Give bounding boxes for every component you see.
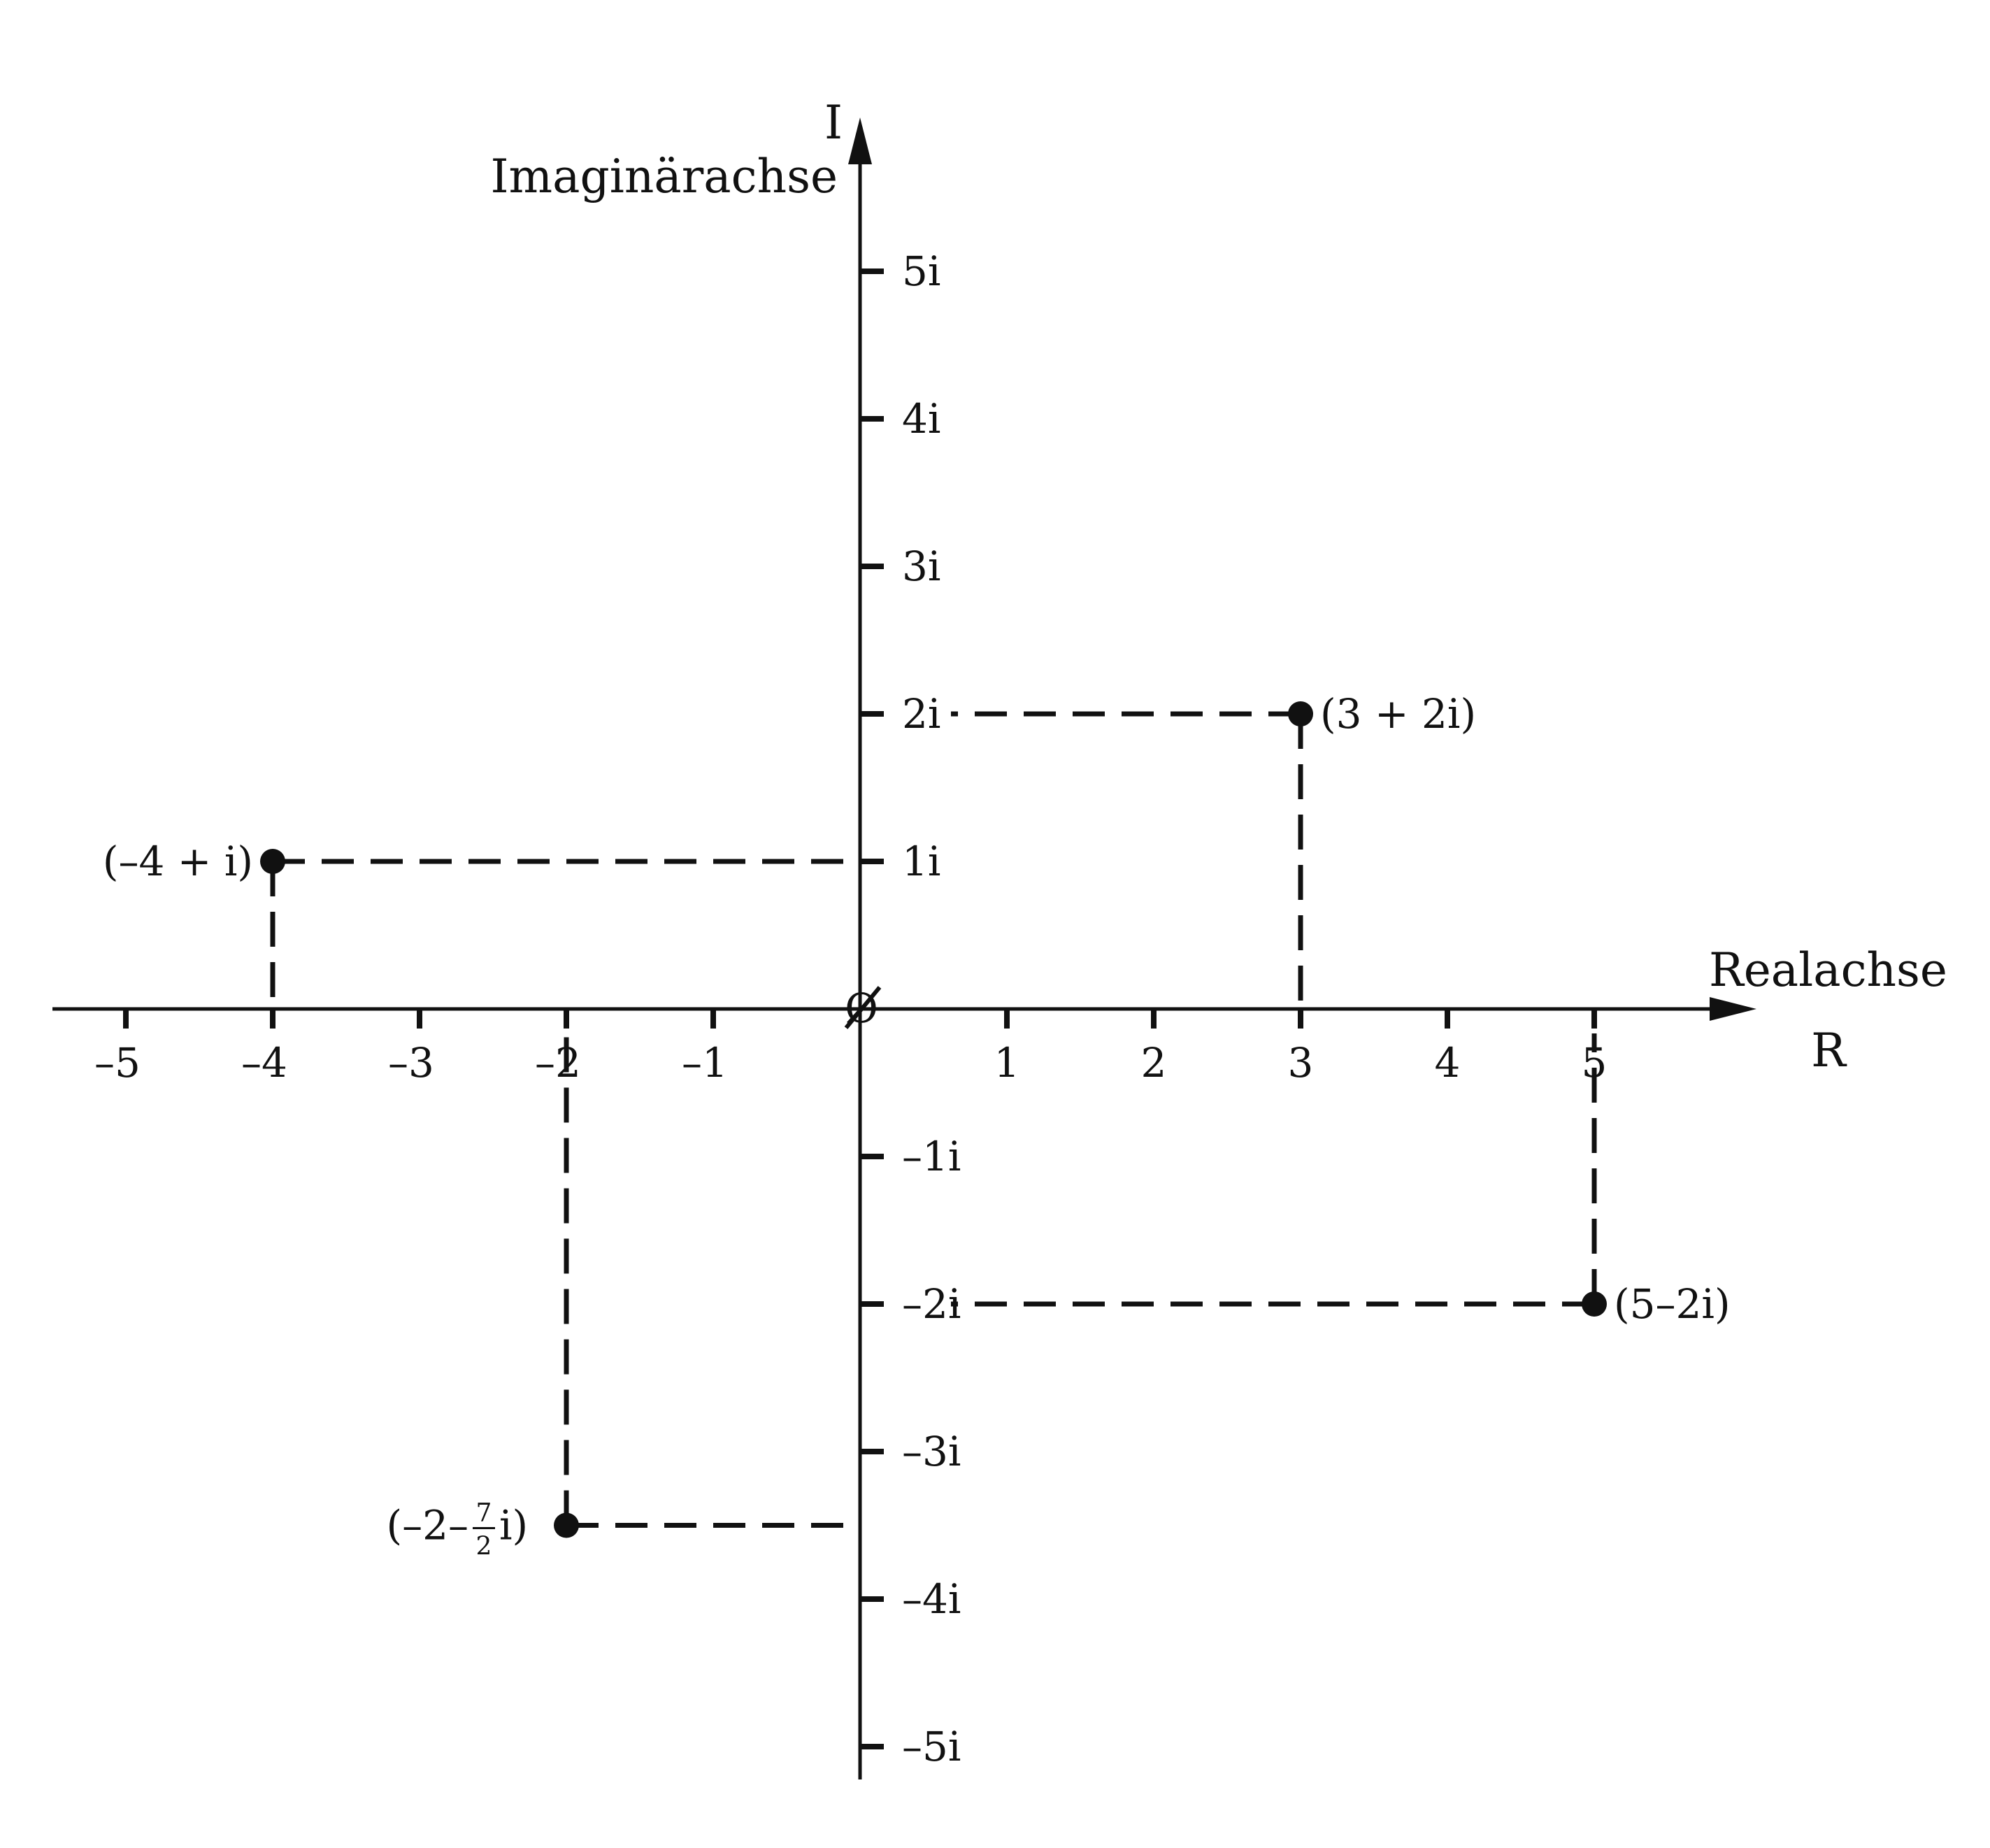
imaginary-axis-arrowhead (848, 117, 872, 164)
origin-slash (844, 986, 882, 1029)
x-tick-label: –5 (94, 1039, 141, 1087)
point-label-suffix: i) (499, 1502, 528, 1549)
point-marker (554, 1512, 579, 1538)
point-marker (260, 849, 285, 874)
origin-symbol: Ø (845, 984, 878, 1032)
point-label: (3 + 2i) (1320, 690, 1476, 738)
point-label: (–4 + i) (103, 838, 253, 885)
x-tick-label: 3 (1288, 1039, 1314, 1087)
x-tick-label: 2 (1141, 1039, 1167, 1087)
y-tick-label: 4i (902, 395, 940, 443)
y-tick-label: –3i (902, 1428, 961, 1475)
y-axis-title: Imaginärachse (490, 150, 838, 203)
y-tick-label: 1i (902, 838, 940, 885)
x-tick-label: –1 (682, 1039, 728, 1087)
fraction-numerator: 7 (476, 1499, 492, 1528)
x-tick-label: –2 (535, 1039, 581, 1087)
point-marker (1582, 1291, 1607, 1317)
x-tick-label: 4 (1435, 1039, 1461, 1087)
point-label-prefix: (–2– (386, 1502, 468, 1549)
fraction-denominator: 2 (476, 1533, 492, 1561)
x-tick-label: –4 (241, 1039, 287, 1087)
x-tick-label: 5 (1582, 1039, 1608, 1087)
x-axis-symbol: R (1811, 1024, 1847, 1077)
y-tick-label: 3i (902, 543, 940, 590)
y-tick-label: –1i (902, 1133, 961, 1180)
y-tick-label: –2i (902, 1280, 961, 1328)
y-tick-label: –4i (902, 1575, 961, 1623)
y-tick-label: 5i (902, 248, 940, 295)
ticks: –5 –4 –3 –2 –1 1 2 3 4 5 5i 4i 3i 2i 1i –1i –2i –3i –4i –5i (94, 248, 1607, 1770)
x-tick-label: –3 (388, 1039, 434, 1087)
y-tick-label: –5i (902, 1723, 961, 1770)
point-marker (1288, 701, 1313, 726)
dashed-guides (270, 711, 1597, 1528)
x-axis-title: Realachse (1709, 943, 1947, 997)
x-tick-label: 1 (994, 1039, 1020, 1087)
real-axis-arrowhead (1710, 997, 1756, 1021)
y-axis-symbol: I (824, 96, 843, 150)
axes (52, 117, 1756, 1779)
point-label: (5–2i) (1614, 1280, 1731, 1328)
y-tick-label: 2i (902, 690, 940, 738)
